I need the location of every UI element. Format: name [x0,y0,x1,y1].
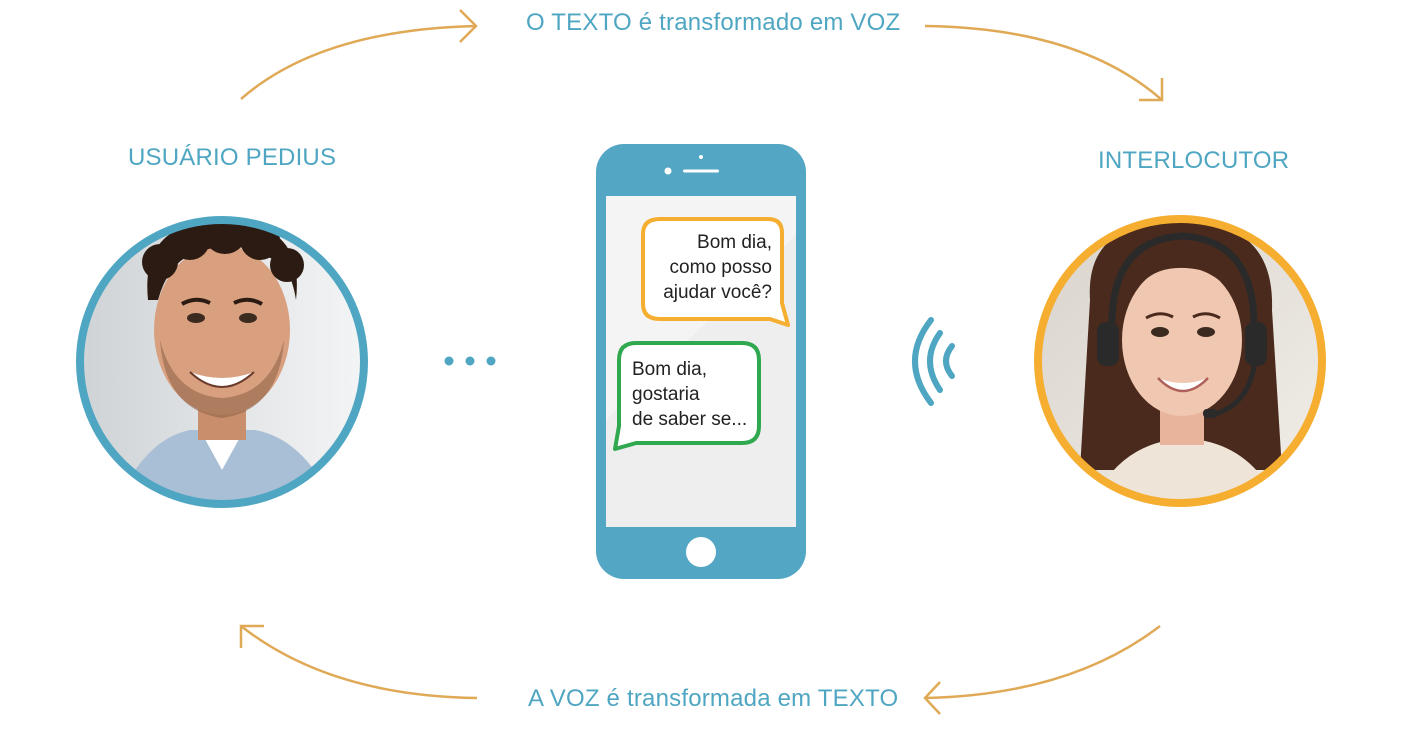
phone-sensor [664,167,672,175]
operator-message-bubble [641,217,790,327]
user-message-bubble [613,341,761,451]
phone-camera [699,155,703,159]
bottom-left-arrow [239,624,478,700]
smartphone [596,144,806,579]
top-left-arrow [240,9,478,100]
left-person-label: USUÁRIO PEDIUS [128,144,337,171]
top-right-arrow [924,24,1164,102]
bottom-right-arrow [923,625,1161,715]
top-flow-caption: O TEXTO é transformado em VOZ [526,9,901,36]
phone-speaker [683,169,719,173]
interlocutor-avatar-ring [1034,215,1326,507]
user-avatar [76,216,368,508]
sound-waves-icon [912,317,955,406]
interlocutor-avatar [1034,215,1326,507]
typing-dots-icon [444,356,496,366]
user-message-text: Bom dia, gostaria de saber se... [632,359,748,430]
operator-message-text: Bom dia, como posso ajudar você? [663,232,772,303]
bottom-flow-caption: A VOZ é transformada em TEXTO [528,685,899,712]
right-person-label: INTERLOCUTOR [1098,147,1290,174]
phone-home-button [686,537,716,567]
user-avatar-ring [76,216,368,508]
